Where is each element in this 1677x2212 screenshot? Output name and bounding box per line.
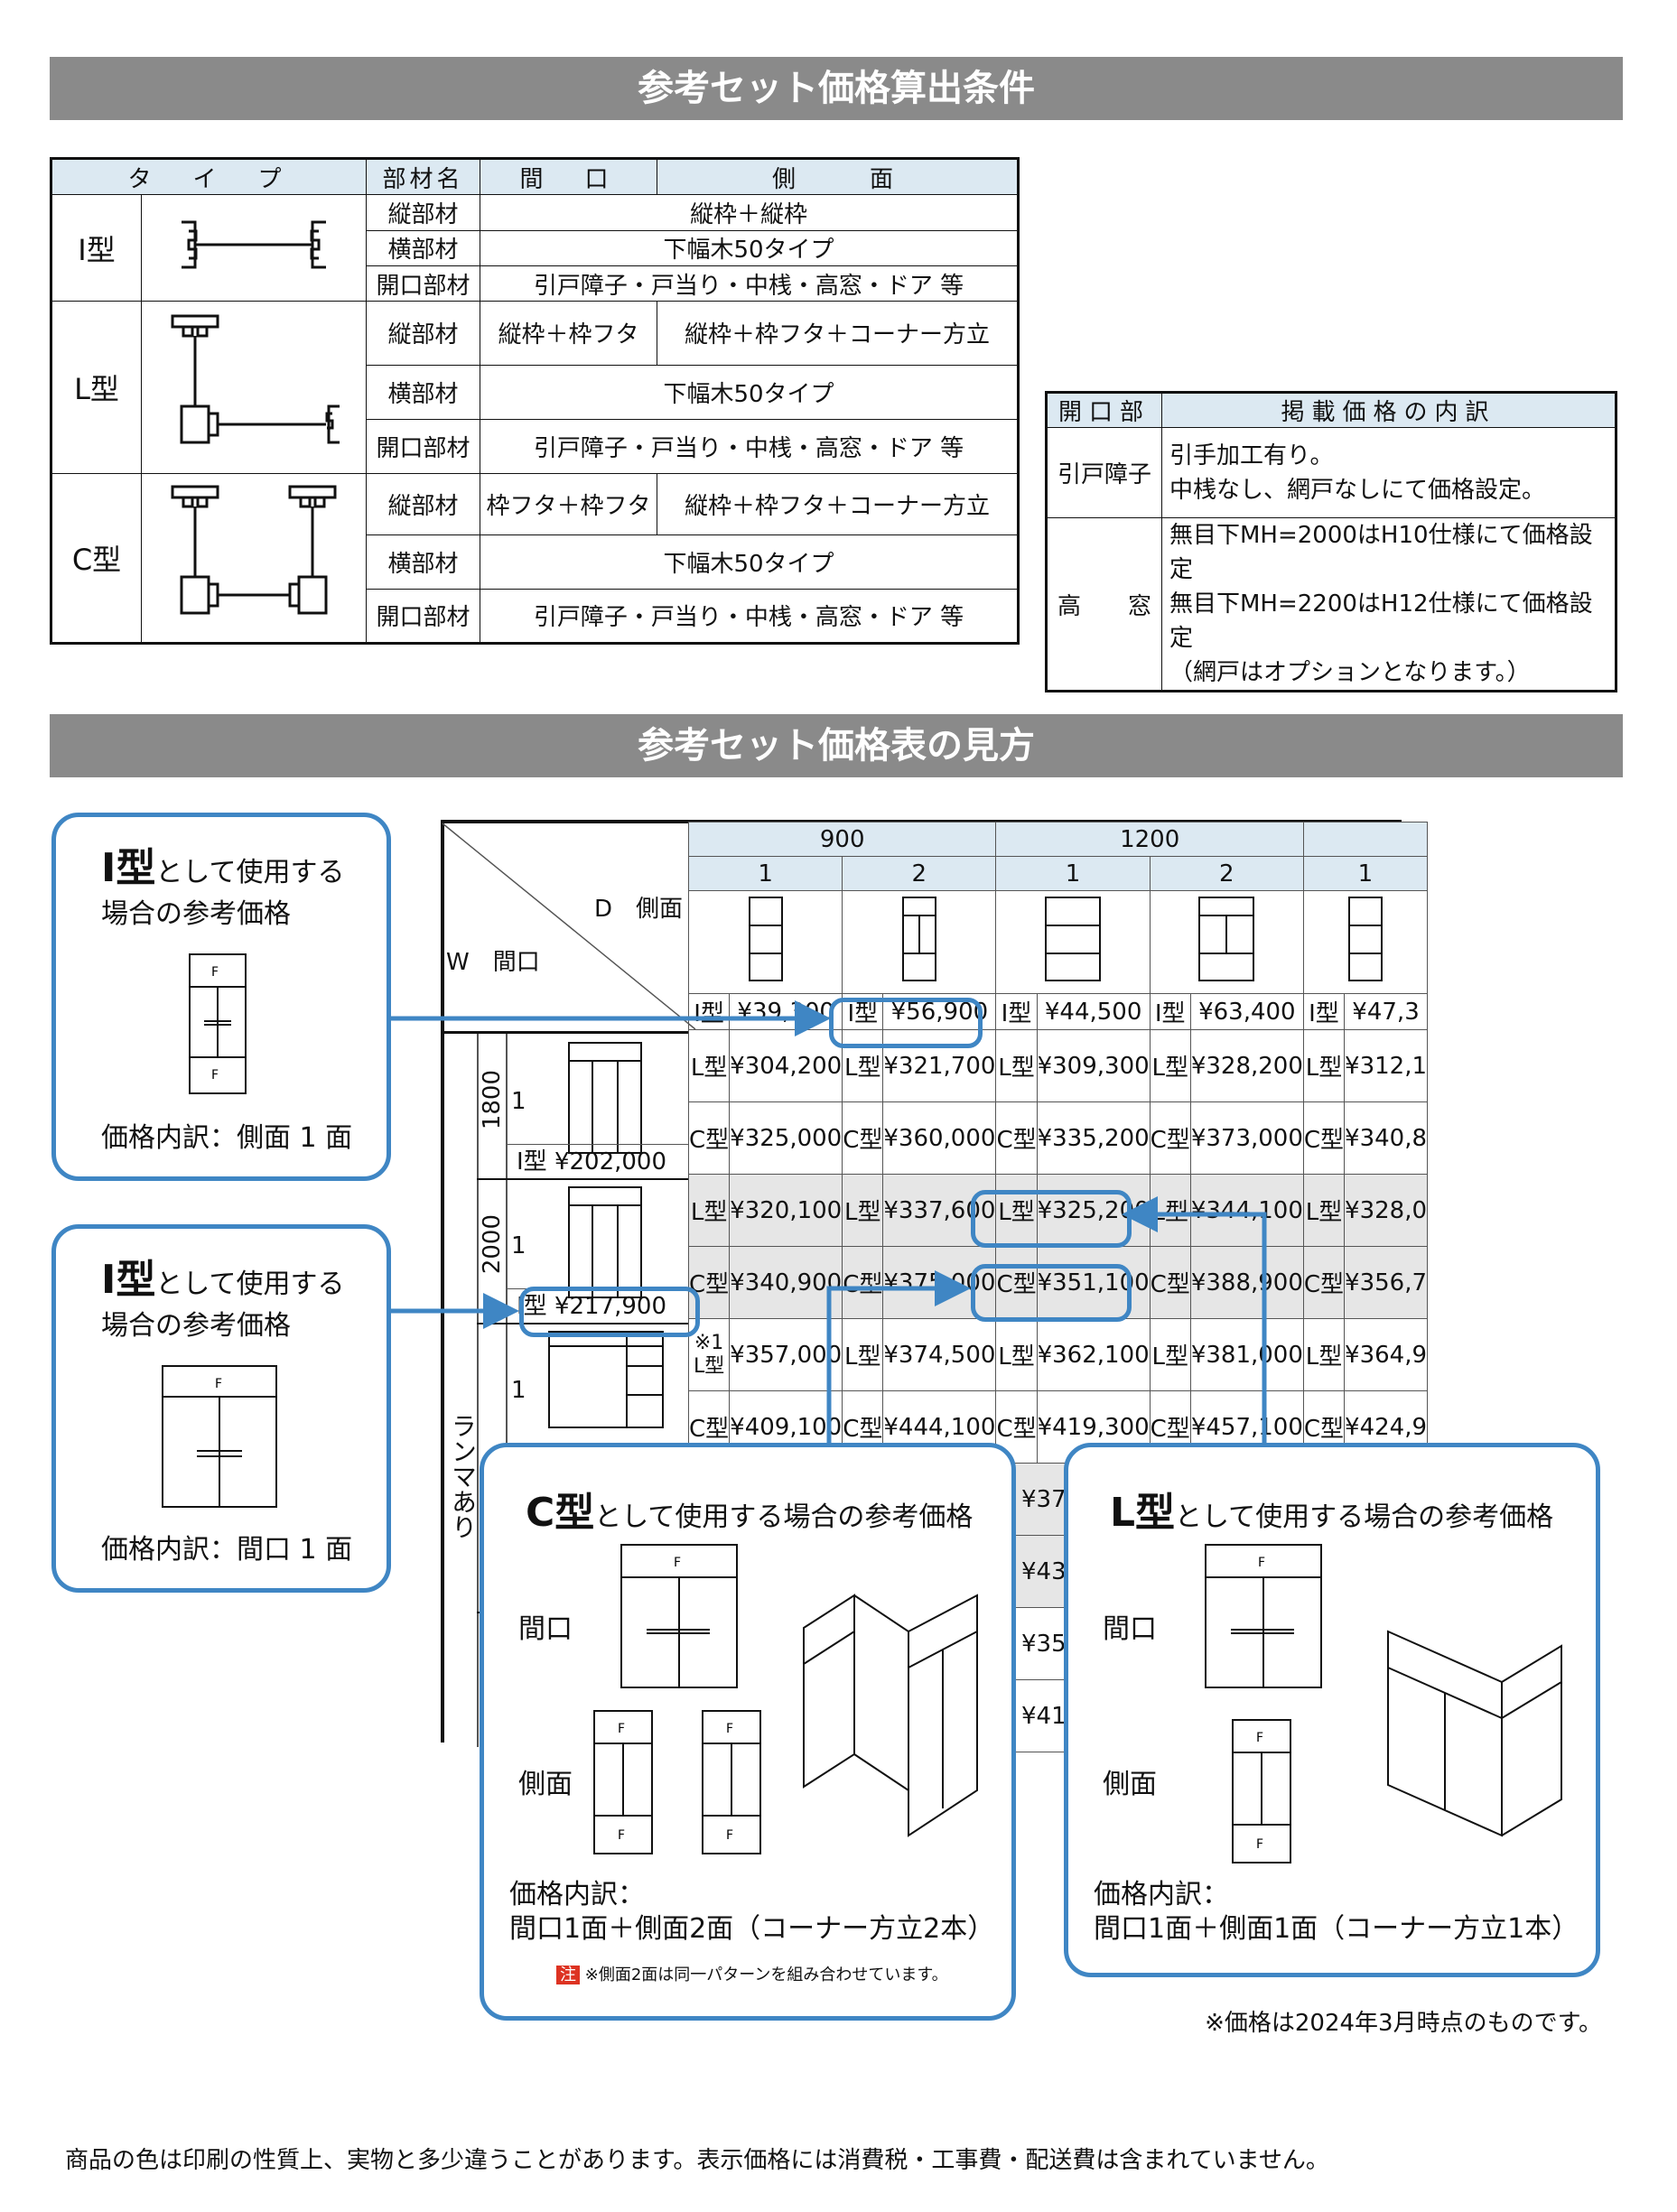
window-thumb [1149,890,1304,994]
highlight-i-type-front [519,1287,700,1337]
price-date-note: ※価格は2024年3月時点のものです。 [1205,2010,1602,2037]
svg-text:F: F [215,1377,222,1391]
col-header-side: 側 面 [657,157,1019,196]
highlight-c-type [971,1264,1132,1322]
col-header-front: 間 口 [480,157,657,196]
part-opening: 開口部材 [366,418,480,474]
part-value: 引戸障子・戸当り・中桟・高窓・ドア 等 [480,588,1019,645]
window-diagram: F [162,1365,277,1508]
breakdown-text: 無目下MH=2000はH10仕様にて価格設定無目下MH=2200はH12仕様にて… [1161,517,1616,692]
section-title-how-to-read: 参考セット価格表の見方 [50,714,1623,777]
svg-text:F: F [211,1068,219,1083]
svg-text:F: F [618,1828,625,1843]
svg-text:F: F [674,1556,681,1570]
window-thumb [1302,890,1429,994]
width-900: 900 [687,822,997,857]
part-value: 下幅木50タイプ [480,534,1019,590]
type-label: L型 [51,301,142,474]
svg-text:F: F [726,1828,733,1843]
row-header-area: 1800 2000 ランマあり 1 1 1 I型 ¥202,000 I型 ¥21… [441,1031,688,1747]
side-col: 1 [1302,856,1429,891]
side-diagram: FF [593,1710,653,1854]
svg-text:F: F [726,1722,733,1736]
svg-text:F: F [1256,1837,1263,1852]
part-front-value: 枠フタ＋枠フタ [480,472,657,535]
part-value: 縦枠＋縦枠 [480,194,1019,231]
door-thumb [548,1331,664,1428]
highlight-i-type-side [829,998,983,1048]
door-thumb [568,1042,642,1154]
width-1200: 1200 [995,822,1304,857]
side-col: 2 [842,856,997,891]
axis-w-front: W 間口 [446,949,540,976]
part-side-value: 縦枠＋枠フタ＋コーナー方立 [657,301,1019,366]
c-type-3d-diagram [803,1594,978,1837]
i-type-diagram [141,194,367,302]
type-label: C型 [51,472,142,645]
side-diagram: FF [1232,1719,1291,1863]
part-vertical: 縦部材 [366,472,480,535]
svg-text:F: F [211,965,219,980]
col-header-part: 部材名 [366,157,480,196]
part-value: 引戸障子・戸当り・中桟・高窓・ドア 等 [480,265,1019,302]
part-horizontal: 横部材 [366,364,480,420]
footer-disclaimer: 商品の色は印刷の性質上、実物と多少違うことがあります。表示価格には消費税・工事費… [65,2147,1329,2174]
part-horizontal: 横部材 [366,229,480,266]
part-vertical: 縦部材 [366,301,480,366]
side-col: 1 [995,856,1151,891]
callout-i-type-front: I型として使用する 場合の参考価格 F 価格内訳：間口 1 面 [51,1224,391,1593]
svg-text:F: F [1258,1556,1265,1570]
part-opening: 開口部材 [366,265,480,302]
price-breakdown-table: 開口部掲載価格の内訳 引戸障子 引手加工有り。中桟なし、網戸なしにて価格設定。 … [1045,391,1617,692]
part-value: 引戸障子・戸当り・中桟・高窓・ドア 等 [480,418,1019,474]
part-vertical: 縦部材 [366,194,480,231]
row-label-high-window: 高 窓 [1046,517,1162,692]
window-diagram: FF [189,953,247,1094]
door-thumb [568,1186,642,1298]
part-horizontal: 横部材 [366,534,480,590]
part-value: 下幅木50タイプ [480,229,1019,266]
c-warning: 注 ※側面2面は同一パターンを組み合わせています。 [556,1962,948,1985]
callout-b-note: 価格内訳：間口 1 面 [101,1534,353,1566]
col-header-opening: 開口部 [1046,392,1162,428]
col-header-type: タ イ プ [51,157,367,196]
window-thumb [995,890,1151,994]
l-type-diagram [141,301,367,474]
window-thumb [842,890,997,994]
side-diagram: FF [702,1710,761,1854]
front-diagram: F [620,1544,738,1688]
svg-text:F: F [1256,1731,1263,1745]
base-price-1800: I型 ¥202,000 [506,1144,688,1179]
window-thumb [687,890,843,994]
c-type-diagram [141,472,367,645]
conditions-table: タ イ プ 部材名 間 口 側 面 I型 縦部材 縦枠＋縦枠 横部材下幅木50タ… [50,157,1020,645]
ranma-label: ランマあり [448,1413,478,1539]
front-diagram: F [1205,1544,1322,1688]
part-value: 下幅木50タイプ [480,364,1019,420]
svg-text:F: F [618,1722,625,1736]
part-side-value: 縦枠＋枠フタ＋コーナー方立 [657,472,1019,535]
part-opening: 開口部材 [366,588,480,645]
section-title-conditions: 参考セット価格算出条件 [50,57,1623,120]
axis-d-side: D 側面 [594,896,684,923]
side-col: 2 [1149,856,1304,891]
l-type-3d-diagram [1387,1630,1562,1837]
